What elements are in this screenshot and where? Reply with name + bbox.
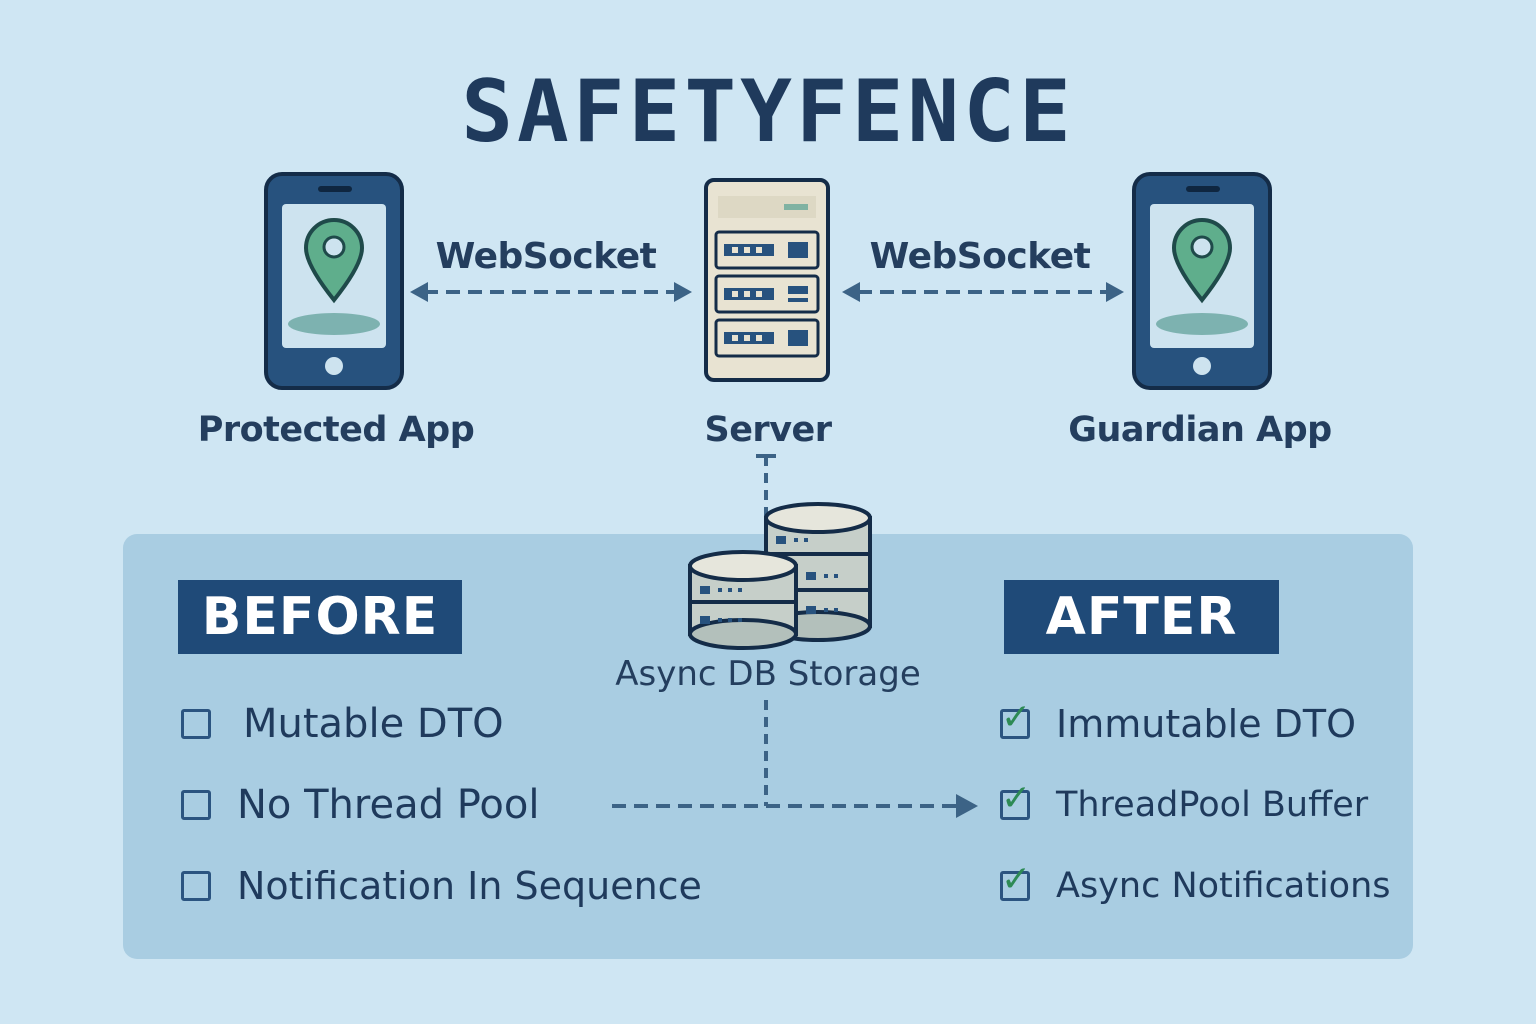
server-label: Server [704, 410, 832, 450]
before-item: Notification In Sequence [181, 860, 702, 912]
unchecked-checkbox-icon [181, 871, 211, 901]
phone-guardian-icon [1132, 172, 1272, 390]
database-stack-front [688, 550, 798, 650]
checked-checkbox-icon: ✓ [1000, 859, 1032, 901]
before-item: No Thread Pool [181, 779, 539, 831]
protected-app-label: Protected App [197, 410, 475, 450]
unchecked-checkbox-icon [181, 790, 211, 820]
before-item: Mutable DTO [181, 698, 504, 750]
after-item-label: ThreadPool Buffer [1056, 785, 1369, 825]
after-item: ✓ ThreadPool Buffer [1000, 779, 1368, 831]
server-icon [704, 178, 830, 382]
after-item-label: Async Notifications [1056, 866, 1391, 906]
unchecked-checkbox-icon [181, 709, 211, 739]
storage-label: Async DB Storage [615, 654, 921, 694]
checked-checkbox-icon: ✓ [1000, 778, 1032, 820]
websocket-connector-right [842, 282, 1124, 302]
server-storage-connector [756, 454, 776, 520]
after-heading: AFTER [1004, 580, 1279, 654]
websocket-connector-left [410, 282, 692, 302]
guardian-app-label: Guardian App [1068, 410, 1332, 450]
before-item-label: Notification In Sequence [237, 864, 702, 908]
page-title: SAFETYFENCE [461, 62, 1075, 162]
database-icon [688, 502, 872, 650]
before-item-label: Mutable DTO [243, 701, 504, 747]
phone-protected-icon [264, 172, 404, 390]
storage-after-connector [612, 700, 978, 818]
websocket-label-right: WebSocket [869, 236, 1091, 277]
after-item-label: Immutable DTO [1056, 702, 1357, 746]
checked-checkbox-icon: ✓ [1000, 697, 1032, 739]
after-item: ✓ Async Notifications [1000, 860, 1391, 912]
after-item: ✓ Immutable DTO [1000, 698, 1356, 750]
before-item-label: No Thread Pool [237, 782, 540, 828]
websocket-label-left: WebSocket [435, 236, 657, 277]
before-heading: BEFORE [178, 580, 462, 654]
